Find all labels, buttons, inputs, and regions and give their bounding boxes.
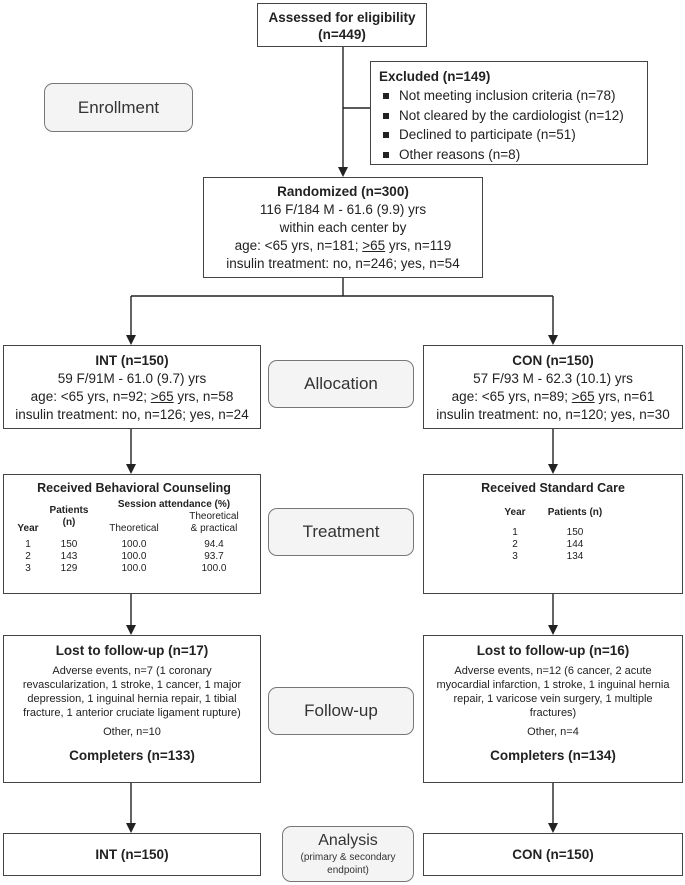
int-treatment-box: Received Behavioral Counseling Year Pati… (3, 474, 261, 594)
con-demographics: 57 F/93 M - 62.3 (10.1) yrs (473, 371, 633, 386)
table-row: 3 129 100.0 100.0 (25, 563, 227, 574)
excluded-reason: Other reasons (n=8) (379, 145, 647, 165)
int-adverse-events: Adverse events, n=7 (1 coronary revascul… (22, 665, 242, 719)
stage-analysis: Analysis (primary & secondary endpoint) (282, 826, 414, 882)
con-age: age: <65 yrs, n=89; >65 yrs, n=61 (451, 389, 655, 404)
con-insulin: insulin treatment: no, n=120; yes, n=30 (436, 407, 670, 422)
randomized-insulin: insulin treatment: no, n=246; yes, n=54 (226, 256, 460, 271)
excluded-title: Excluded (n=149) (379, 69, 491, 84)
assessed-box: Assessed for eligibility (n=449) (257, 3, 427, 47)
con-other: Other, n=4 (527, 726, 579, 738)
con-allocation-box: CON (n=150) 57 F/93 M - 62.3 (10.1) yrs … (423, 345, 683, 429)
int-lost-title: Lost to follow-up (n=17) (55, 643, 209, 658)
stage-allocation: Allocation (268, 360, 414, 408)
int-age: age: <65 yrs, n=92; >65 yrs, n=58 (30, 389, 234, 404)
stage-treatment: Treatment (268, 508, 414, 556)
con-lost-title: Lost to follow-up (n=16) (476, 643, 630, 658)
table-row: 2 143 100.0 93.7 (25, 551, 224, 562)
col-year: Year (504, 507, 526, 518)
table-row: 2 144 (512, 539, 584, 550)
con-completers: Completers (n=134) (490, 748, 616, 763)
int-treatment-title: Received Behavioral Counseling (37, 481, 231, 495)
col-patients: Patients(n) (49, 505, 89, 528)
con-followup-box: Lost to follow-up (n=16) Adverse events,… (423, 635, 683, 783)
con-analysis-box: CON (n=150) (423, 833, 683, 876)
col-session-attendance: Session attendance (%) (117, 499, 231, 510)
stage-followup-label: Follow-up (304, 701, 378, 720)
con-treatment-title: Received Standard Care (481, 481, 625, 495)
bullet-icon (383, 93, 389, 99)
con-adverse-events: Adverse events, n=12 (6 cancer, 2 acute … (436, 665, 670, 719)
int-title: INT (n=150) (95, 353, 169, 368)
stage-enrollment-label: Enrollment (77, 97, 160, 117)
assessed-title: Assessed for eligibility (268, 10, 416, 25)
bullet-icon (383, 132, 389, 138)
assessed-count: (n=449) (318, 27, 366, 42)
int-other: Other, n=10 (103, 726, 161, 738)
table-row: 1 150 (512, 527, 584, 538)
con-patients-table: Year Patients (n) 1 150 2 144 3 134 (496, 507, 616, 563)
randomized-age: age: <65 yrs, n=181; >65 yrs, n=119 (234, 238, 452, 253)
randomized-title: Randomized (n=300) (277, 184, 409, 199)
excluded-reason: Not cleared by the cardiologist (n=12) (379, 106, 647, 126)
excluded-box: Excluded (n=149) Not meeting inclusion c… (370, 61, 648, 165)
randomized-box: Randomized (n=300) 116 F/184 M - 61.6 (9… (203, 177, 483, 278)
excluded-reasons-list: Not meeting inclusion criteria (n=78) No… (379, 86, 647, 164)
stage-analysis-label: Analysis (318, 832, 378, 849)
int-allocation-box: INT (n=150) 59 F/91M - 61.0 (9.7) yrs ag… (3, 345, 261, 429)
int-completers: Completers (n=133) (69, 748, 195, 763)
bullet-icon (383, 151, 389, 158)
stage-treatment-label: Treatment (302, 522, 380, 541)
stage-enrollment: Enrollment (44, 83, 193, 132)
int-analysis-title: INT (n=150) (95, 847, 169, 862)
table-row: 3 134 (512, 551, 584, 562)
excluded-reason: Declined to participate (n=51) (379, 125, 647, 145)
col-year: Year (17, 523, 39, 534)
con-analysis-title: CON (n=150) (512, 847, 594, 862)
table-row: 1 150 100.0 94.4 (25, 539, 224, 550)
stage-analysis-sub1: (primary & secondary (300, 852, 396, 863)
con-treatment-box: Received Standard Care Year Patients (n)… (423, 474, 683, 594)
bullet-icon (383, 112, 389, 119)
stage-analysis-sub2: endpoint) (327, 865, 369, 876)
int-insulin: insulin treatment: no, n=126; yes, n=24 (15, 407, 249, 422)
int-followup-box: Lost to follow-up (n=17) Adverse events,… (3, 635, 261, 783)
stage-allocation-label: Allocation (304, 374, 378, 393)
int-attendance-table: Year Patients(n) Session attendance (%) … (12, 499, 254, 575)
col-theoretical: Theoretical (109, 523, 159, 534)
int-demographics: 59 F/91M - 61.0 (9.7) yrs (57, 371, 207, 386)
randomized-stratification: within each center by (279, 220, 407, 235)
excluded-reason: Not meeting inclusion criteria (n=78) (379, 86, 647, 106)
con-title: CON (n=150) (512, 353, 594, 368)
int-analysis-box: INT (n=150) (3, 833, 261, 876)
randomized-demographics: 116 F/184 M - 61.6 (9.9) yrs (259, 202, 427, 217)
col-patients: Patients (n) (547, 507, 603, 518)
col-theoretical-practical: Theoretical& practical (189, 511, 239, 534)
stage-followup: Follow-up (268, 687, 414, 735)
